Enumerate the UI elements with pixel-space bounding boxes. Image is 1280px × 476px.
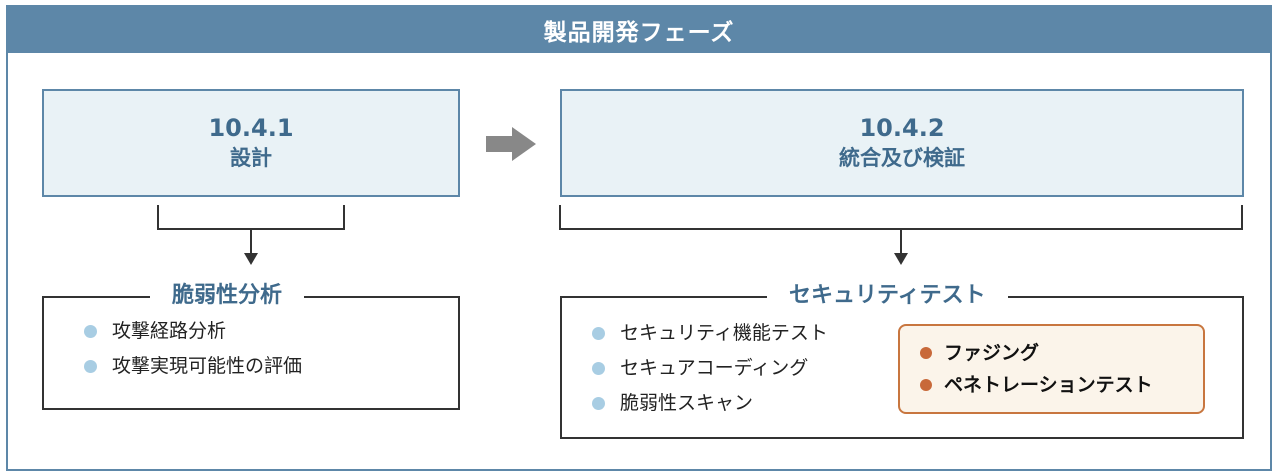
list-item: 脆弱性スキャン (592, 386, 828, 421)
list-item-label: 攻撃実現可能性の評価 (112, 355, 303, 377)
result-box-vulnerability-analysis: 攻撃経路分析 攻撃実現可能性の評価 (42, 296, 460, 410)
list-item-label: 攻撃経路分析 (112, 320, 227, 342)
bullet-icon (592, 362, 605, 375)
list-item: セキュリティ機能テスト (592, 316, 828, 351)
result-box-security-test: セキュリティ機能テスト セキュアコーディング 脆弱性スキャン ファジング ペネト… (560, 296, 1244, 439)
bullet-icon (84, 325, 97, 338)
list-item-label: セキュアコーディング (620, 357, 809, 379)
bullet-icon (920, 347, 932, 359)
phase-box-integration: 10.4.2 統合及び検証 (560, 89, 1244, 197)
phase-name: 統合及び検証 (839, 146, 965, 170)
bullet-icon (920, 379, 932, 391)
list-item: ファジング (920, 337, 1153, 369)
list-item: ペネトレーションテスト (920, 369, 1153, 401)
phase-name: 設計 (230, 146, 272, 170)
bullet-list: セキュリティ機能テスト セキュアコーディング 脆弱性スキャン (592, 316, 828, 421)
list-item-label: セキュリティ機能テスト (620, 322, 828, 344)
bracket-connector-design (157, 205, 345, 265)
diagram-header: 製品開発フェーズ (8, 7, 1270, 53)
phase-box-design: 10.4.1 設計 (42, 89, 460, 197)
down-arrow-icon (894, 253, 908, 265)
bullet-icon (84, 360, 97, 373)
list-item-label: ペネトレーションテスト (944, 374, 1153, 396)
right-arrow-icon (486, 127, 536, 161)
bullet-icon (592, 327, 605, 340)
bracket-connector-integration (559, 205, 1243, 265)
result-title: 脆弱性分析 (150, 281, 305, 311)
list-item: セキュアコーディング (592, 351, 828, 386)
list-item-label: 脆弱性スキャン (620, 392, 754, 414)
highlight-list: ファジング ペネトレーションテスト (920, 337, 1153, 401)
header-title: 製品開発フェーズ (543, 20, 735, 46)
down-arrow-icon (244, 253, 258, 265)
list-item-label: ファジング (944, 342, 1040, 364)
phase-number: 10.4.2 (859, 114, 945, 142)
bullet-icon (592, 397, 605, 410)
diagram-frame: 製品開発フェーズ 10.4.1 設計 10.4.2 統合及び検証 攻撃経路分析 … (6, 5, 1272, 471)
list-item: 攻撃実現可能性の評価 (84, 349, 302, 384)
phase-number: 10.4.1 (208, 114, 294, 142)
list-item: 攻撃経路分析 (84, 314, 302, 349)
result-title: セキュリティテスト (767, 281, 1008, 311)
highlight-box: ファジング ペネトレーションテスト (898, 324, 1205, 414)
bullet-list: 攻撃経路分析 攻撃実現可能性の評価 (84, 314, 302, 384)
